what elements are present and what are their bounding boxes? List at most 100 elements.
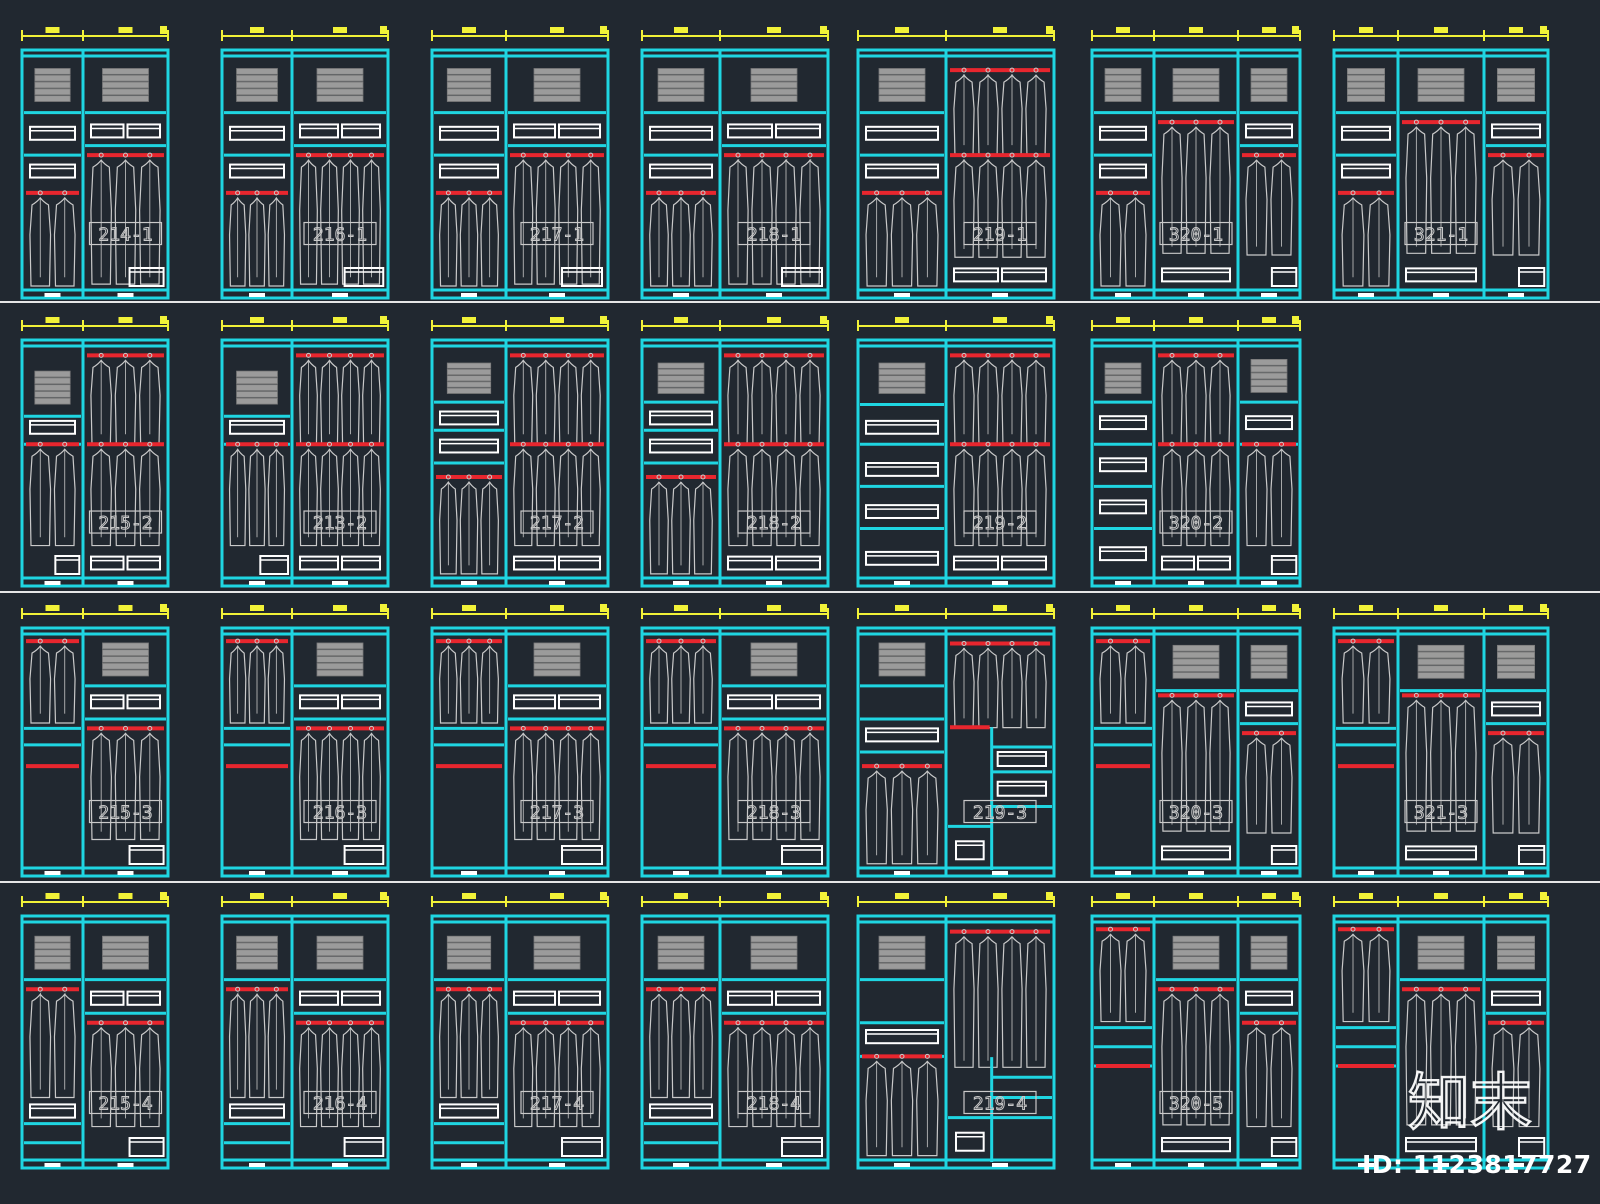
drawer: [558, 123, 601, 139]
folded-layer: [34, 95, 71, 102]
folded-layer: [34, 384, 71, 391]
garment: [53, 448, 76, 547]
hanger-hook: [254, 441, 260, 447]
base-label-mark: [44, 293, 61, 297]
folded-clothes: [878, 642, 926, 677]
base-label-mark: [1508, 293, 1524, 297]
dimension-text-mark: [895, 317, 909, 323]
dimension-text-mark: [767, 605, 781, 611]
folded-layer: [1497, 963, 1536, 970]
hanger-hook: [369, 152, 374, 158]
folded-clothes: [878, 362, 926, 394]
cabinet-outline: [856, 338, 1056, 588]
folded-layer: [1250, 74, 1288, 82]
folded-clothes: [1172, 644, 1220, 679]
folded-clothes: [446, 68, 492, 102]
hanger-hook: [348, 152, 353, 158]
garment: [459, 644, 479, 724]
drawer: [865, 462, 939, 477]
garment: [1185, 699, 1207, 832]
base-label-mark: [549, 871, 565, 875]
folded-layer: [1497, 95, 1536, 102]
hanger-hook: [1254, 730, 1259, 736]
unit-code-box: [1404, 221, 1478, 246]
unit-code: 219-3: [973, 803, 1027, 824]
folded-layer: [750, 949, 798, 956]
hanger-hook: [254, 986, 260, 992]
base-label-mark: [1508, 871, 1524, 875]
folded-layer: [446, 935, 492, 943]
folded-layer: [533, 68, 581, 75]
folded-layer: [1250, 88, 1288, 96]
folded-layer: [34, 68, 71, 75]
folded-clothes: [878, 935, 926, 970]
garment: [580, 448, 601, 547]
hanger-hook: [1033, 929, 1039, 935]
drawer: [649, 438, 713, 454]
hanging-garments: [953, 640, 1047, 729]
hanging-garments: [228, 441, 286, 547]
wardrobe-unit: 218-4: [640, 892, 830, 1170]
folded-layer: [878, 642, 926, 650]
drawer: [1405, 267, 1477, 283]
folded-layer: [236, 68, 278, 75]
hanger-hook: [1376, 638, 1382, 644]
drawer: [341, 123, 381, 139]
garment: [1099, 933, 1122, 1023]
garment: [671, 993, 691, 1099]
folded-layer: [236, 81, 278, 89]
garment: [267, 448, 286, 547]
hanging-garments: [1405, 692, 1477, 832]
hanger-hook: [588, 352, 594, 358]
drawer: [996, 780, 1047, 797]
folded-layer: [1104, 362, 1142, 369]
folded-layer: [1172, 68, 1220, 75]
cabinet-outline: [220, 914, 390, 1170]
cabinet-outline: [640, 48, 830, 300]
hanging-garments: [513, 1020, 601, 1128]
dimension-end-mark: [1292, 316, 1299, 324]
folded-layer: [878, 375, 926, 382]
folded-layer: [1347, 81, 1386, 89]
wardrobe-unit: 321-3: [1332, 604, 1550, 878]
dimension-text-mark: [118, 605, 133, 611]
folded-layer: [878, 88, 926, 96]
unit-code-box: [88, 1090, 163, 1115]
drawer: [128, 845, 165, 865]
garment: [1517, 1026, 1541, 1128]
hanger-hook: [899, 763, 905, 769]
hanger-hook: [1376, 190, 1382, 196]
hanger-hook: [588, 152, 594, 158]
folded-layer: [1104, 81, 1142, 89]
garment: [1025, 448, 1047, 547]
garment: [977, 935, 999, 1068]
dimension-text-mark: [1262, 605, 1276, 611]
unit-code: 320-2: [1169, 513, 1223, 534]
unit-code: 218-4: [747, 1093, 801, 1114]
folded-clothes: [1104, 362, 1142, 394]
dimension-text-mark: [1359, 605, 1373, 611]
folded-layer: [1250, 651, 1288, 659]
wardrobe-unit: 217-2: [430, 316, 610, 588]
folded-layer: [1250, 942, 1288, 950]
garment: [1001, 448, 1023, 547]
hanger-hook: [466, 190, 472, 196]
folded-layer: [1250, 949, 1288, 956]
folded-clothes: [1347, 68, 1386, 102]
garment: [1491, 1026, 1515, 1128]
folded-layer: [236, 397, 278, 405]
dimension-text-mark: [462, 317, 476, 323]
dimension-text-mark: [550, 27, 564, 33]
unit-code-box: [88, 799, 163, 824]
hanging-garments: [29, 441, 76, 547]
garment: [114, 1026, 137, 1128]
folded-layer: [878, 963, 926, 970]
garment: [649, 480, 669, 575]
base-label-mark: [461, 581, 477, 585]
drawer: [775, 694, 821, 710]
folded-layer: [1497, 88, 1536, 96]
hanger-hook: [445, 638, 451, 644]
drawer: [299, 555, 339, 571]
drawer: [126, 123, 161, 139]
folded-clothes: [1417, 644, 1465, 679]
